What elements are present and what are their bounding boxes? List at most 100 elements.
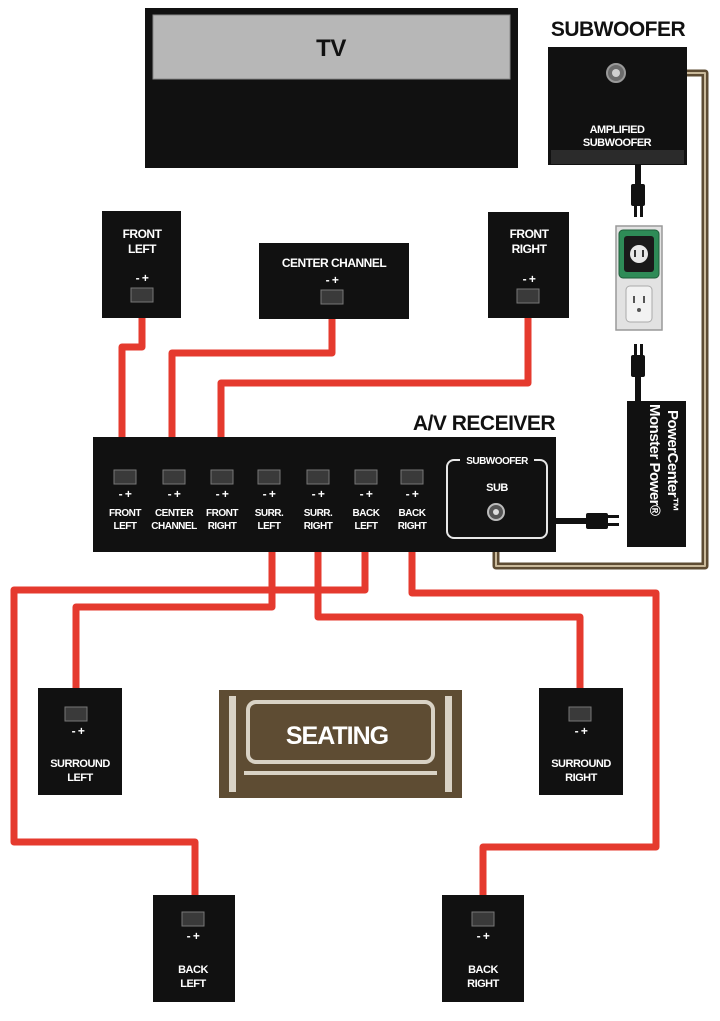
receiver-terminal-surr-right — [306, 469, 330, 485]
speaker-front-left: FRONT LEFT - + — [102, 211, 181, 318]
speaker-back-left-polarity: - + — [187, 929, 200, 943]
speaker-front-right-line2: RIGHT — [512, 242, 548, 256]
subwoofer-title: SUBWOOFER — [551, 18, 686, 41]
speaker-surround-right-polarity: - + — [575, 724, 588, 738]
speaker-back-left-terminal — [181, 911, 205, 927]
subwoofer-line2: SUBWOOFER — [583, 137, 652, 149]
speaker-center-channel: CENTER CHANNEL - + — [259, 243, 409, 319]
receiver-label2-center-channel: CHANNEL — [151, 521, 197, 532]
power-center-line1: Monster Power® — [646, 404, 663, 516]
speaker-front-right-polarity: - + — [523, 272, 536, 286]
wire-front-right — [217, 304, 532, 470]
speaker-back-left-line2: LEFT — [180, 978, 206, 990]
wire-back-right — [408, 530, 660, 912]
receiver-channel-back-right: - + BACK RIGHT — [398, 469, 427, 532]
tv-label: TV — [316, 35, 346, 62]
power-center: Monster Power® PowerCenter™ — [627, 401, 686, 547]
tv-screen — [152, 14, 511, 80]
speaker-front-left-terminal — [130, 287, 154, 303]
speaker-surround-right-box — [539, 688, 623, 795]
speaker-front-left-polarity: - + — [136, 271, 149, 285]
wire-front-left — [118, 302, 146, 470]
speaker-surround-left-terminal — [64, 706, 88, 722]
seating-back-cushion — [246, 700, 435, 764]
receiver-terminal-center-channel — [162, 469, 186, 485]
subwoofer-jack-center — [612, 69, 620, 77]
subwoofer-line1: AMPLIFIED — [590, 124, 645, 136]
receiver-channel-back-left: - + BACK LEFT — [353, 469, 381, 532]
speaker-back-right-terminal — [471, 911, 495, 927]
receiver-label1-back-left: BACK — [353, 508, 381, 519]
receiver-polarity-center-channel: - + — [168, 487, 181, 501]
receiver-sub-jack-label: SUB — [486, 482, 508, 494]
receiver-power-cord — [556, 513, 619, 529]
receiver-polarity-surr-right: - + — [312, 487, 325, 501]
speaker-front-right-terminal — [516, 288, 540, 304]
receiver-sub-group-label: SUBWOOFER — [466, 456, 529, 467]
receiver-polarity-front-right: - + — [216, 487, 229, 501]
speaker-surround-right-terminal — [568, 706, 592, 722]
wall-outlet — [615, 225, 663, 331]
speaker-back-left: - + BACK LEFT — [153, 895, 235, 1002]
subwoofer-base — [551, 150, 684, 164]
speaker-center-label: CENTER CHANNEL — [282, 256, 387, 270]
receiver-terminal-front-left — [113, 469, 137, 485]
outlet-bottom-socket — [625, 285, 653, 323]
receiver-terminal-front-right — [210, 469, 234, 485]
speaker-surround-left-polarity: - + — [72, 724, 85, 738]
speaker-surround-right-line1: SURROUND — [551, 758, 611, 770]
wire-center-channel — [168, 303, 336, 470]
seating: SEATING — [219, 690, 462, 798]
powercenter-power-cord — [631, 344, 645, 402]
speaker-surround-left-line1: SURROUND — [50, 758, 110, 770]
subwoofer: SUBWOOFER AMPLIFIED SUBWOOFER — [548, 18, 687, 165]
speaker-surround-left: - + SURROUND LEFT — [38, 688, 122, 795]
speaker-back-right: - + BACK RIGHT — [442, 895, 524, 1002]
seating-label: SEATING — [286, 722, 388, 750]
wire-surround-right — [314, 530, 584, 700]
wire-surround-left — [72, 530, 276, 700]
power-center-line2: PowerCenter™ — [664, 410, 681, 512]
receiver-channel-center-channel: - + CENTER CHANNEL — [151, 469, 198, 532]
speaker-center-polarity: - + — [326, 273, 339, 287]
receiver-label2-front-left: LEFT — [114, 521, 137, 532]
receiver-label2-back-right: RIGHT — [398, 521, 427, 532]
subwoofer-power-cord — [631, 165, 645, 217]
speaker-back-left-line1: BACK — [178, 964, 208, 976]
wire-back-left — [10, 530, 369, 912]
speaker-surround-left-box — [38, 688, 122, 795]
speaker-back-right-polarity: - + — [477, 929, 490, 943]
speaker-front-right: FRONT RIGHT - + — [488, 212, 569, 318]
receiver-channel-surr-right: - + SURR. RIGHT — [304, 469, 334, 532]
receiver-label1-front-right: FRONT — [206, 508, 238, 519]
receiver-label2-back-left: LEFT — [355, 521, 378, 532]
receiver-polarity-back-right: - + — [406, 487, 419, 501]
receiver-label1-back-right: BACK — [399, 508, 427, 519]
receiver-label1-surr-right: SURR. — [304, 508, 333, 519]
speaker-back-right-line1: BACK — [468, 964, 498, 976]
receiver-label2-surr-left: LEFT — [258, 521, 281, 532]
speaker-front-right-line1: FRONT — [510, 227, 550, 241]
receiver-label1-surr-left: SURR. — [255, 508, 284, 519]
speaker-surround-right-line2: RIGHT — [565, 772, 598, 784]
speaker-center-terminal — [320, 289, 344, 305]
receiver-terminal-back-left — [354, 469, 378, 485]
speaker-surround-right: - + SURROUND RIGHT — [539, 688, 623, 795]
speaker-back-right-line2: RIGHT — [467, 978, 500, 990]
receiver-label2-surr-right: RIGHT — [304, 521, 333, 532]
speaker-front-left-line2: LEFT — [128, 242, 157, 256]
receiver-terminal-surr-left — [257, 469, 281, 485]
receiver-title: A/V RECEIVER — [413, 412, 556, 435]
speaker-center-box — [259, 243, 409, 319]
receiver-label1-center-channel: CENTER — [155, 508, 194, 519]
speaker-front-left-line1: FRONT — [123, 227, 163, 241]
tv: TV — [145, 8, 518, 168]
speaker-surround-left-line2: LEFT — [67, 772, 93, 784]
receiver-polarity-front-left: - + — [119, 487, 132, 501]
receiver-polarity-back-left: - + — [360, 487, 373, 501]
